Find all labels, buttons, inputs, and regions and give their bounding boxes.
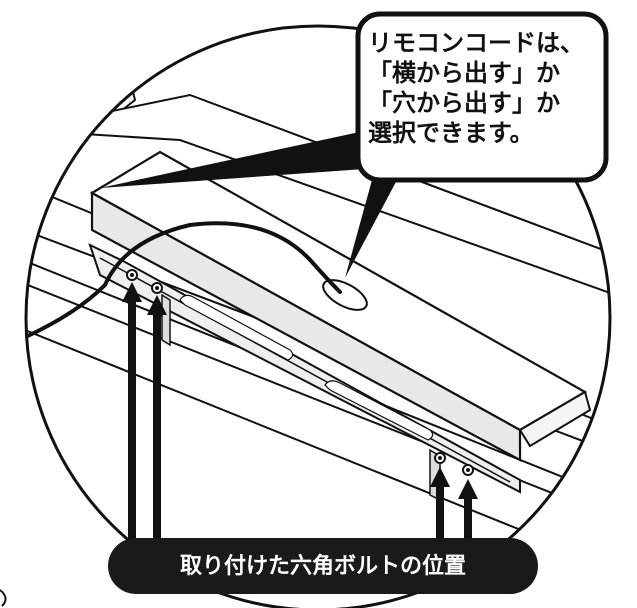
bolt-position-label: 取り付けた六角ボルトの位置	[179, 554, 466, 579]
callout-line: 選択できます。	[368, 119, 534, 147]
remote-cord	[26, 221, 342, 350]
plate-slot	[179, 294, 294, 361]
hex-bolt	[462, 464, 474, 476]
hex-bolt	[434, 452, 446, 464]
desk-top-plate	[26, 93, 610, 302]
bracket-plate	[48, 38, 137, 120]
cable-tray-front	[90, 191, 522, 462]
hex-bolt	[126, 269, 138, 281]
edge-mark	[0, 589, 7, 607]
arrow-up	[430, 467, 450, 550]
cable-tray-end	[518, 390, 592, 448]
bolt-label-pill	[108, 538, 538, 594]
hex-bolt	[151, 282, 163, 294]
callout-line: リモコンコードは、	[368, 29, 584, 57]
vertical-plate-left	[161, 293, 171, 347]
magnified-view	[26, 38, 610, 571]
callout-text: リモコンコードは、 「横から出す」か 「穴から出す」か 選択できます。	[368, 28, 598, 148]
callout-tail	[100, 128, 378, 188]
arrow-up	[458, 479, 478, 550]
plate-slot	[324, 380, 434, 441]
callout-line: 「穴から出す」か	[368, 89, 560, 117]
callout-tail	[345, 178, 398, 278]
arrow-up	[122, 282, 142, 550]
magnify-circle	[24, 24, 612, 608]
callout-line: 「横から出す」か	[368, 59, 560, 87]
callout-bubble	[355, 11, 609, 183]
arrow-up	[147, 295, 167, 550]
